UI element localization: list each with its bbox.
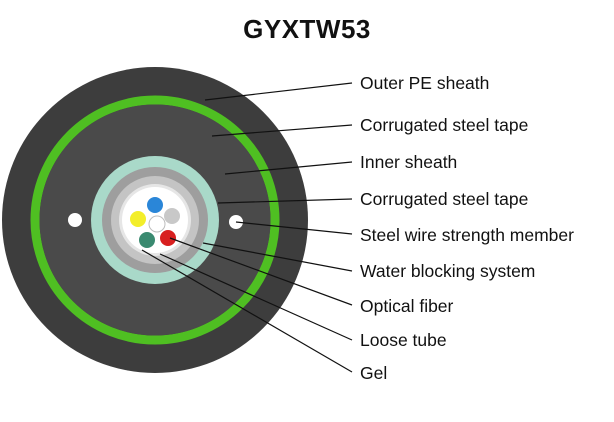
leader-line-corrugated-steel-tape-outer	[211, 124, 353, 137]
diagram-title: GYXTW53	[243, 14, 371, 44]
leader-line-corrugated-steel-tape-inner	[217, 198, 353, 204]
label-optical-fiber: Optical fiber	[360, 296, 454, 316]
leader-line-water-blocking-system	[202, 242, 353, 272]
label-inner-sheath: Inner sheath	[360, 152, 457, 172]
optical-fiber-teal	[139, 232, 155, 248]
leader-line-inner-sheath	[224, 161, 353, 175]
leader-line-gel	[141, 249, 353, 373]
leader-line-outer-pe-sheath	[204, 82, 353, 101]
leader-line-optical-fiber	[169, 237, 353, 306]
label-gel: Gel	[360, 363, 387, 383]
label-water-blocking-system: Water blocking system	[360, 261, 535, 281]
leader-line-steel-wire-strength-member	[235, 221, 353, 235]
label-outer-pe-sheath: Outer PE sheath	[360, 73, 489, 93]
outer-corrugated-steel-tape	[30, 95, 280, 345]
optical-fiber-yellow	[130, 211, 146, 227]
label-corrugated-steel-tape-outer: Corrugated steel tape	[360, 115, 528, 135]
label-steel-wire-strength-member: Steel wire strength member	[360, 225, 574, 245]
leader-line-loose-tube	[159, 253, 353, 341]
label-loose-tube: Loose tube	[360, 330, 447, 350]
optical-fiber-blue	[147, 197, 163, 213]
steel-wire-strength-member-left	[68, 213, 82, 227]
optical-fiber-red	[160, 230, 176, 246]
optical-fiber-white	[148, 215, 166, 233]
optical-fiber-gray	[164, 208, 180, 224]
label-corrugated-steel-tape-inner: Corrugated steel tape	[360, 189, 528, 209]
